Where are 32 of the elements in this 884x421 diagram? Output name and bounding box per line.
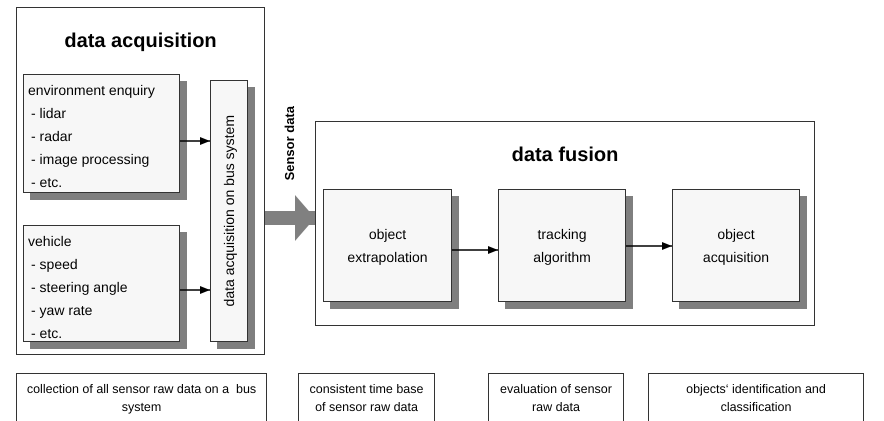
list-item: - etc. (30, 173, 64, 192)
list-item: - steering angle (30, 278, 129, 297)
edge-label: Sensor data (282, 106, 297, 180)
description-text: evaluation of sensor raw data (499, 381, 613, 416)
arrow (452, 246, 498, 254)
box-label: object extrapolation (346, 224, 429, 267)
arrow (180, 137, 210, 145)
description-box (488, 373, 624, 421)
list-item: - radar (30, 127, 74, 146)
list-item: - speed (30, 255, 79, 274)
group-frame (16, 7, 265, 355)
box-label: tracking algorithm (532, 224, 592, 267)
group-frame (315, 121, 815, 326)
box-heading: vehicle (28, 232, 73, 251)
description-text: objects‘ identification and classification (685, 381, 827, 416)
description-box (298, 373, 435, 421)
list-item: - image processing (30, 150, 150, 169)
group-title: data fusion (510, 144, 620, 167)
description-box (648, 373, 864, 421)
list-item: - yaw rate (30, 301, 94, 320)
group-title: data acquisition (63, 30, 218, 53)
box-label: data acquisition on bus system (221, 115, 237, 307)
description-text: collection of all sensor raw data on a bus system (26, 381, 258, 416)
box-heading: environment enquiry (28, 81, 156, 100)
description-box (16, 373, 267, 421)
list-item: - lidar (30, 104, 68, 123)
list-item: - etc. (30, 324, 64, 343)
arrow (265, 195, 315, 241)
arrow (626, 242, 672, 250)
description-text: consistent time base of sensor raw data (308, 381, 424, 416)
box-label: object acquisition (702, 224, 770, 267)
arrow (180, 286, 210, 294)
